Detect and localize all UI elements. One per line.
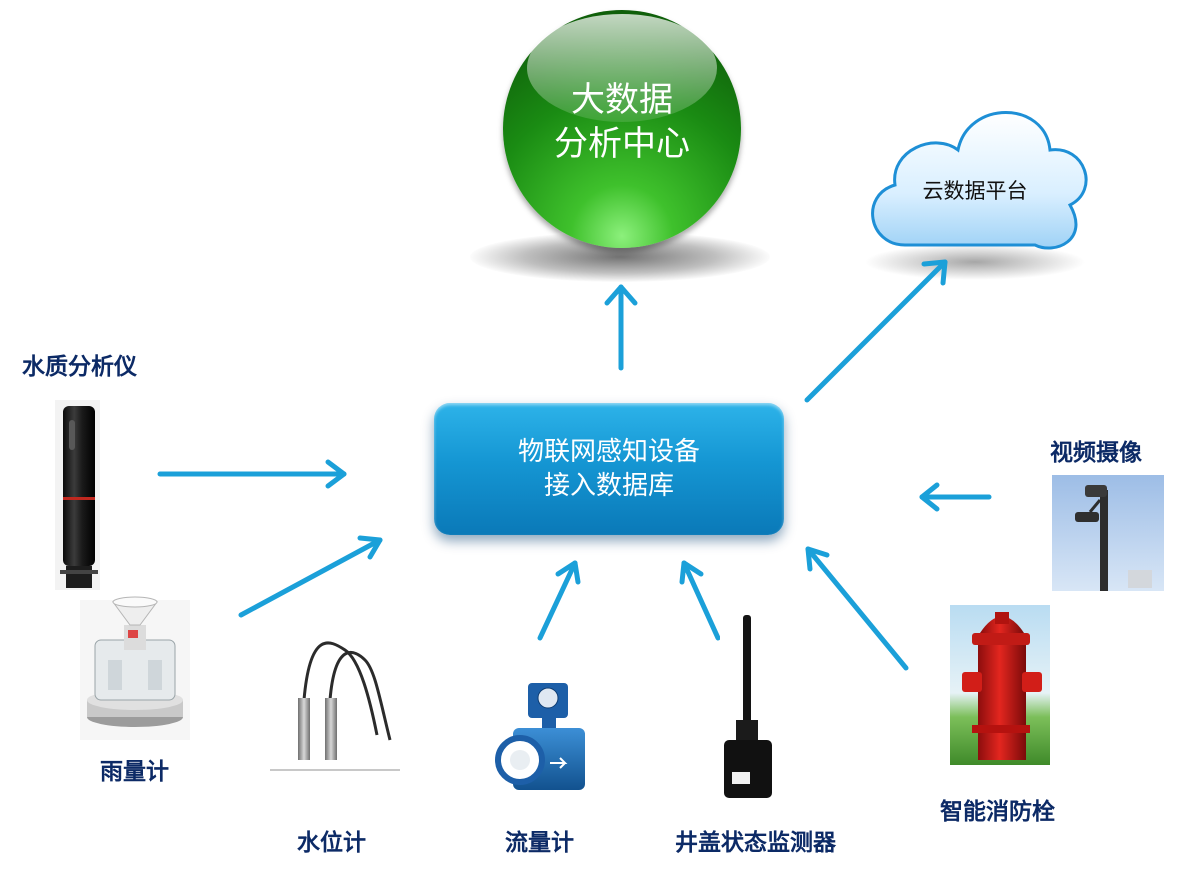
flow-meter-image (495, 678, 586, 798)
sphere-highlight (527, 14, 717, 122)
manhole-monitor-image (720, 612, 780, 802)
big-data-line2: 分析中心 (554, 124, 690, 164)
arrow-rain-gauge (238, 535, 383, 618)
cloud-platform-label: 云数据平台 (922, 179, 1028, 203)
big-data-line1: 大数据 (571, 80, 673, 120)
water-quality-analyzer-image (55, 400, 100, 590)
arrow-manhole-monitor (679, 560, 721, 641)
iot-database-hub: 物联网感知设备 接入数据库 (434, 403, 784, 535)
rain-gauge-image (80, 596, 190, 740)
water-level-meter-label: 水位计 (297, 830, 366, 856)
arrow-to-cloud (804, 259, 948, 403)
hub-line1: 物联网感知设备 (517, 437, 700, 467)
hub-line2: 接入数据库 (543, 471, 674, 501)
video-camera-label: 视频摄像 (1050, 440, 1142, 466)
arrow-to-big-data (604, 284, 638, 371)
manhole-monitor-label: 井盖状态监测器 (675, 830, 836, 856)
water-level-meter-image (270, 640, 400, 771)
arrow-water-quality (157, 459, 347, 489)
big-data-center-label: 大数据 分析中心 (503, 78, 741, 166)
water-quality-analyzer-label: 水质分析仪 (22, 354, 137, 380)
arrow-camera (919, 482, 992, 512)
flow-meter-label: 流量计 (505, 830, 574, 856)
arrow-flow-meter (537, 560, 581, 641)
rain-gauge-label: 雨量计 (100, 759, 169, 785)
smart-hydrant-label: 智能消防栓 (940, 799, 1055, 825)
smart-hydrant-image (950, 605, 1050, 765)
arrow-hydrant (805, 546, 909, 671)
video-camera-image (1052, 475, 1164, 591)
